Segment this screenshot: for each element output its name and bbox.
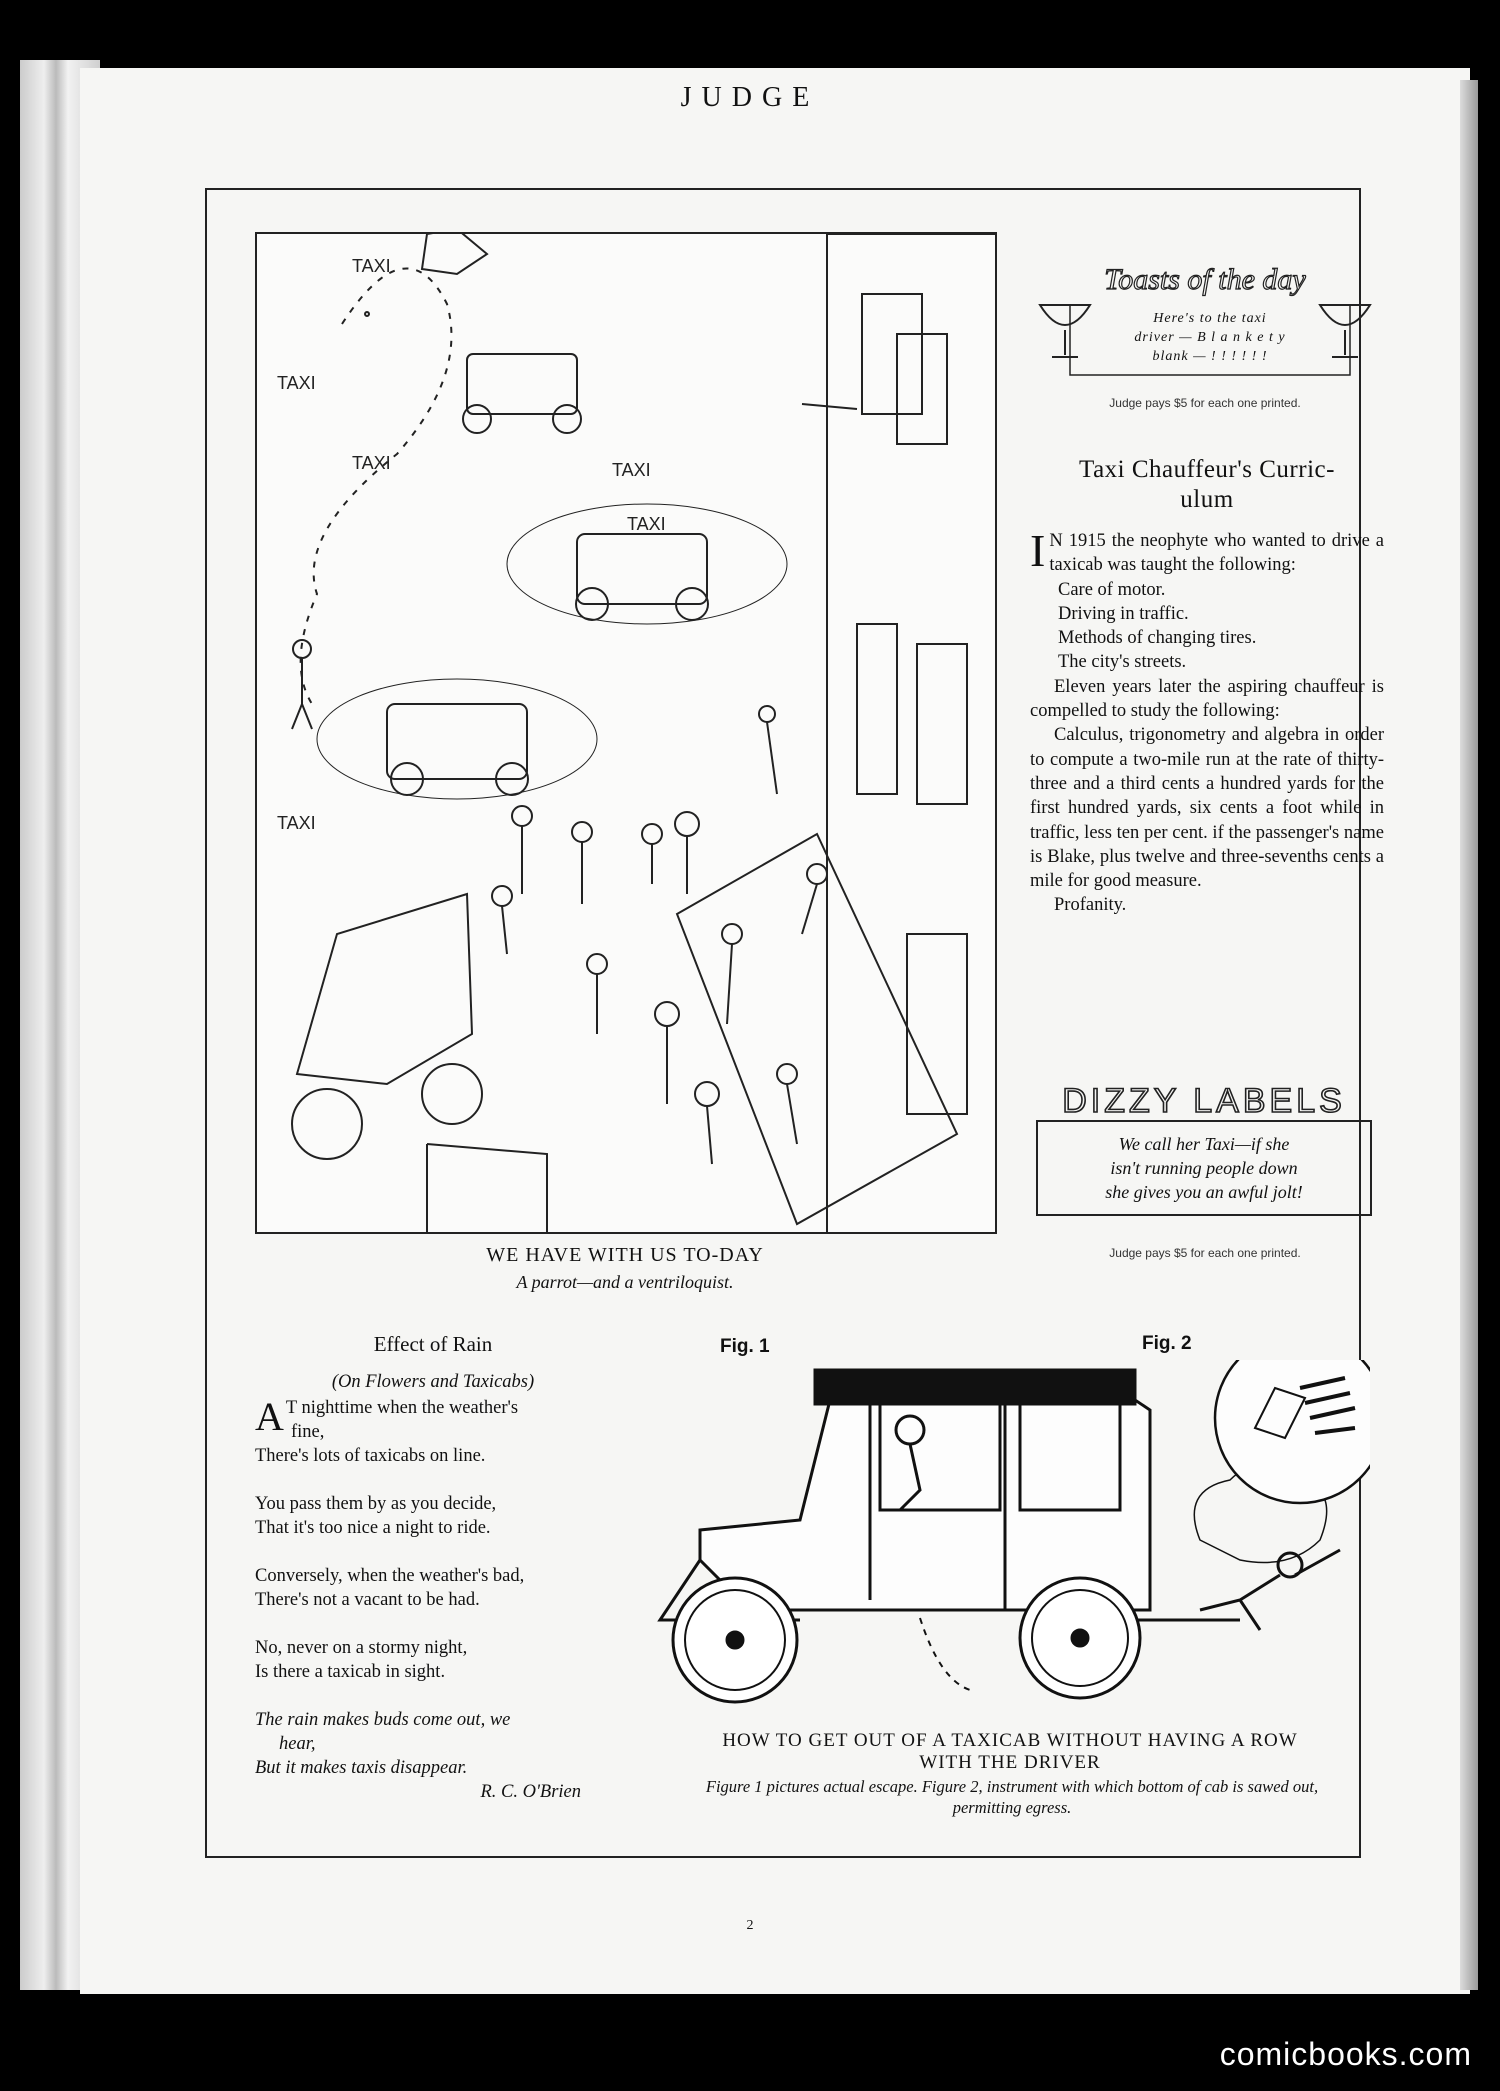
article-calculus: Calculus, trigonometry and algebra in or…: [1030, 725, 1384, 892]
street-cartoon: TAXI TAXI TAXI TAXI TAXI TAXI: [255, 232, 997, 1234]
dizzy-payment-note: Judge pays $5 for each one printed.: [1109, 1246, 1301, 1260]
cartoon-caption-subtitle: A parrot—and a ventriloquist.: [516, 1272, 734, 1292]
list-item: Care of motor.: [1058, 579, 1166, 600]
poem-stanza: Conversely, when the weather's bad, Ther…: [255, 1564, 611, 1612]
caption-line: HOW TO GET OUT OF A TAXICAB WITHOUT HAVI…: [722, 1730, 1298, 1751]
dizzy-labels-panel: DIZZY LABELS We call her Taxi—if she isn…: [1030, 1076, 1378, 1216]
poem-line: Conversely, when the weather's bad,: [255, 1566, 525, 1586]
dizzy-line: We call her Taxi—if she: [1118, 1134, 1290, 1154]
article-final: Profanity.: [1054, 895, 1127, 916]
poem-subtitle: (On Flowers and Taxicabs): [331, 1372, 535, 1392]
poem-line: fine,: [291, 1422, 325, 1442]
list-item: Driving in traffic.: [1058, 603, 1189, 624]
toasts-payment-note: Judge pays $5 for each one printed.: [1109, 396, 1301, 410]
toasts-line: driver — B l a n k e t y: [1134, 330, 1286, 345]
taxi-shout: TAXI: [277, 373, 316, 393]
dizzy-labels-box: We call her Taxi—if she isn't running pe…: [1036, 1120, 1372, 1216]
taxi-shout: TAXI: [352, 453, 391, 473]
article-title-line: ulum: [1180, 486, 1234, 513]
poem-line: That it's too nice a night to ride.: [255, 1518, 491, 1538]
dizzy-labels-title: DIZZY LABELS: [1062, 1082, 1346, 1120]
taxi-shout: TAXI: [627, 514, 666, 534]
dizzy-line: she gives you an awful jolt!: [1105, 1182, 1303, 1202]
list-item: The city's streets.: [1058, 652, 1187, 673]
poem-line: There's not a vacant to be had.: [255, 1590, 480, 1610]
taxicab-escape-drawing: [657, 1360, 1370, 1704]
poem-line: hear,: [279, 1734, 316, 1754]
poem-stanza: You pass them by as you decide, That it'…: [255, 1492, 611, 1540]
dizzy-line: isn't running people down: [1110, 1158, 1298, 1178]
poem-line: T nighttime when the weather's: [285, 1398, 519, 1418]
dizzy-labels-heading: DIZZY LABELS: [1061, 1081, 1346, 1120]
figure-2-label: Fig. 2: [1142, 1333, 1192, 1354]
street-cartoon-drawing: TAXI TAXI TAXI TAXI TAXI TAXI: [277, 234, 995, 1232]
toasts-panel: Toasts of the day Here's to the taxi dri…: [1030, 245, 1380, 405]
toasts-title: Toasts of the day: [1104, 263, 1306, 296]
toasts-line: blank — ! ! ! ! ! !: [1152, 349, 1268, 364]
figure-1-label: Fig. 1: [720, 1336, 770, 1357]
poem-line: But it makes taxis disappear.: [255, 1758, 468, 1778]
poem-title: Effect of Rain: [373, 1332, 493, 1356]
taxi-shout: TAXI: [277, 813, 316, 833]
watermark: comicbooks.com: [1219, 2036, 1472, 2072]
rain-poem: Effect of Rain (On Flowers and Taxicabs)…: [255, 1332, 611, 1804]
article-title: Taxi Chauffeur's Curric- ulum: [1030, 455, 1384, 515]
poem-line: No, never on a stormy night,: [255, 1638, 468, 1658]
masthead: JUDGE: [680, 82, 820, 113]
poem-line: Is there a taxicab in sight.: [255, 1662, 446, 1682]
poem-dropcap: A: [255, 1394, 284, 1439]
taxi-shout: TAXI: [612, 460, 651, 480]
taxi-shout: TAXI: [352, 256, 391, 276]
toasts-line: Here's to the taxi: [1153, 311, 1267, 326]
toasts-text: Here's to the taxi driver — B l a n k e …: [1120, 309, 1300, 366]
taxicab-caption-subtitle: Figure 1 pictures actual escape. Figure …: [705, 1777, 1319, 1817]
list-item: Methods of changing tires.: [1058, 628, 1257, 649]
poem-ending: The rain makes buds come out, we hear, B…: [255, 1708, 611, 1780]
poem-line: You pass them by as you decide,: [255, 1494, 497, 1514]
page-number: 2: [746, 1918, 754, 1933]
article-middle: Eleven years later the aspiring chauffeu…: [1030, 676, 1384, 722]
article-dropcap: I: [1030, 525, 1046, 576]
page-edge: [1460, 80, 1478, 1990]
poem-line: The rain makes buds come out, we: [255, 1710, 511, 1730]
article-intro: N 1915 the neophyte who wanted to drive …: [1049, 531, 1384, 576]
poem-author: R. C. O'Brien: [480, 1782, 581, 1802]
poem-line: There's lots of taxicabs on line.: [255, 1446, 486, 1466]
poem-stanza: No, never on a stormy night, Is there a …: [255, 1636, 611, 1684]
page-frame: [205, 188, 1361, 1858]
caption-line: WITH THE DRIVER: [919, 1752, 1101, 1773]
toasts-header-drawing: Toasts of the day: [1038, 262, 1372, 376]
list-1915: Care of motor. Driving in traffic. Metho…: [1030, 578, 1384, 675]
cartoon-caption-title: WE HAVE WITH US TO-DAY: [486, 1244, 764, 1266]
article-title-line: Taxi Chauffeur's Curric-: [1079, 456, 1335, 483]
taxicab-caption-title: HOW TO GET OUT OF A TAXICAB WITHOUT HAVI…: [660, 1730, 1360, 1774]
